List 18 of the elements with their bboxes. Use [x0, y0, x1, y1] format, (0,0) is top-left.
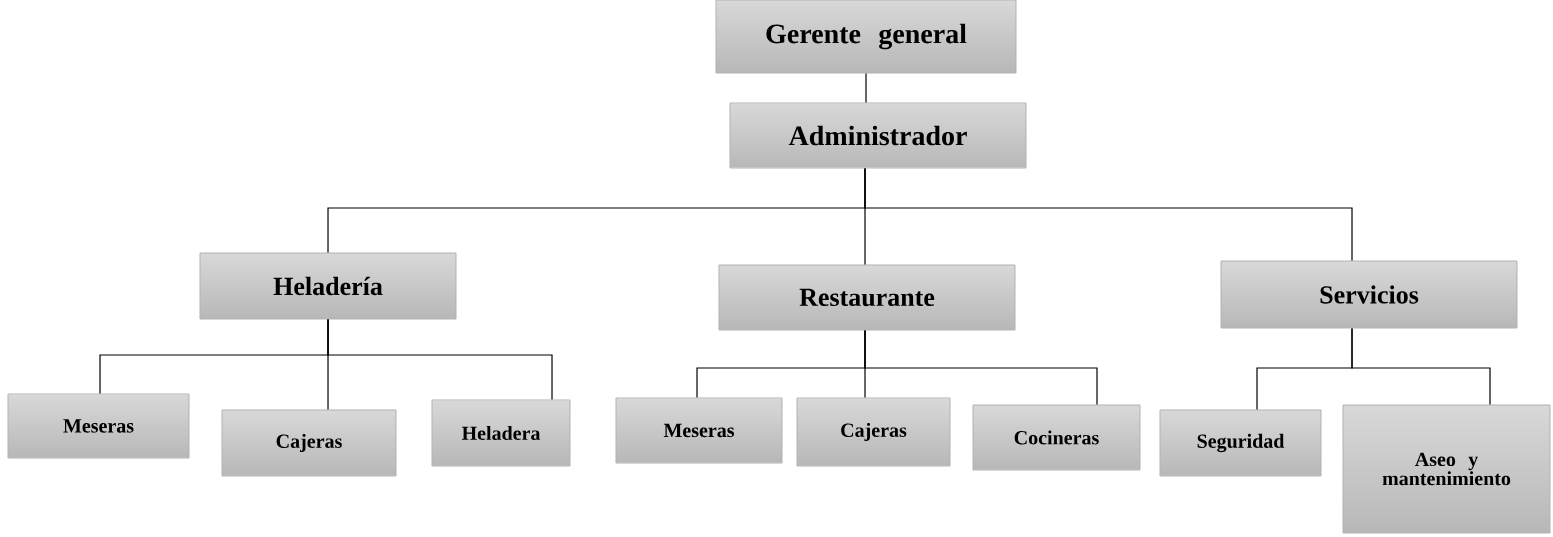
- connector-line: [865, 72, 867, 104]
- org-box: Heladera: [431, 399, 571, 467]
- org-box: Cajeras: [221, 409, 397, 477]
- connector-line: [864, 167, 1353, 262]
- org-box: Seguridad: [1159, 409, 1322, 477]
- org-box: Gerente general: [715, 0, 1017, 74]
- org-box: Restaurante: [718, 264, 1016, 331]
- connector-line: [327, 318, 553, 401]
- org-box: Cocineras: [972, 404, 1141, 471]
- org-box: Servicios: [1220, 260, 1518, 329]
- org-box: Meseras: [615, 397, 783, 464]
- org-box: Administrador: [729, 102, 1027, 169]
- connector-line: [864, 329, 1098, 406]
- org-box: Meseras: [7, 393, 190, 459]
- org-box: Cajeras: [796, 397, 951, 467]
- org-box: Aseo y mantenimiento: [1342, 404, 1551, 534]
- org-box: Heladería: [199, 252, 457, 320]
- connector-line: [1351, 327, 1491, 406]
